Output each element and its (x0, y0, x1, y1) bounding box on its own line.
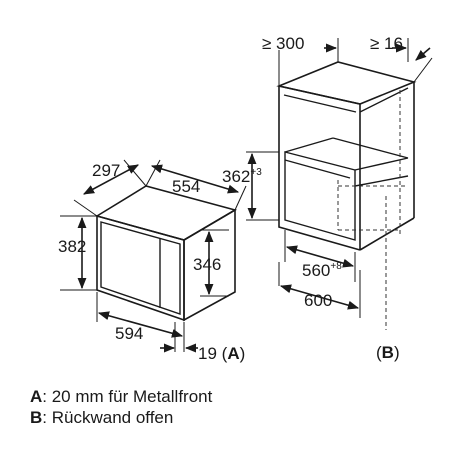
dim-600: 600 (304, 291, 332, 310)
dim-19-value: 19 (198, 344, 217, 363)
legend-key-b: B (30, 408, 43, 427)
dim-554: 554 (172, 177, 200, 196)
legend-text-a: : 20 mm für Metallfront (42, 387, 213, 406)
microwave-dimensions: 297 554 382 346 594 19 (A) (58, 161, 245, 363)
niche-top (276, 61, 417, 105)
dim-560-value: 560 (302, 261, 330, 280)
microwave-side (183, 208, 236, 322)
dim-560: 560+8 (302, 261, 342, 280)
dim-362-tolerance: +3 (250, 167, 262, 178)
dim-594: 594 (115, 324, 143, 343)
legend: A: 20 mm für Metallfront B: Rückwand off… (30, 386, 212, 428)
dim-382: 382 (58, 237, 86, 256)
dim-560-tolerance: +8 (330, 261, 342, 272)
dim-line-600 (279, 284, 360, 310)
dim-min-top: ≥ 300 (262, 34, 304, 53)
dim-line-560 (285, 245, 355, 268)
ref-b: B (382, 343, 394, 362)
dim-362-value: 362 (222, 167, 250, 186)
legend-text-b: : Rückwand offen (42, 408, 174, 427)
ref-b-label: (B) (376, 343, 400, 362)
dim-346: 346 (193, 255, 221, 274)
dim-362: 362+3 (222, 167, 262, 186)
niche-dimensions: ≥ 300 ≥ 16 362+3 560+8 600 (B) (222, 34, 403, 362)
dim-line-594 (97, 311, 184, 338)
niche-opening (284, 151, 356, 241)
microwave-drawing (60, 159, 247, 353)
ref-a: A (227, 344, 239, 363)
microwave-top (95, 185, 238, 241)
legend-key-a: A (30, 387, 43, 406)
dim-19: 19 (A) (198, 344, 245, 363)
legend-item-b: B: Rückwand offen (30, 407, 212, 428)
dim-line-297 (83, 164, 139, 195)
microwave-front (96, 214, 185, 322)
dim-min-side: ≥ 16 (370, 34, 403, 53)
legend-item-a: A: 20 mm für Metallfront (30, 386, 212, 407)
niche-drawing (246, 38, 433, 330)
dim-297: 297 (92, 161, 120, 180)
dim-line-554 (150, 164, 240, 194)
niche-front (278, 86, 361, 251)
